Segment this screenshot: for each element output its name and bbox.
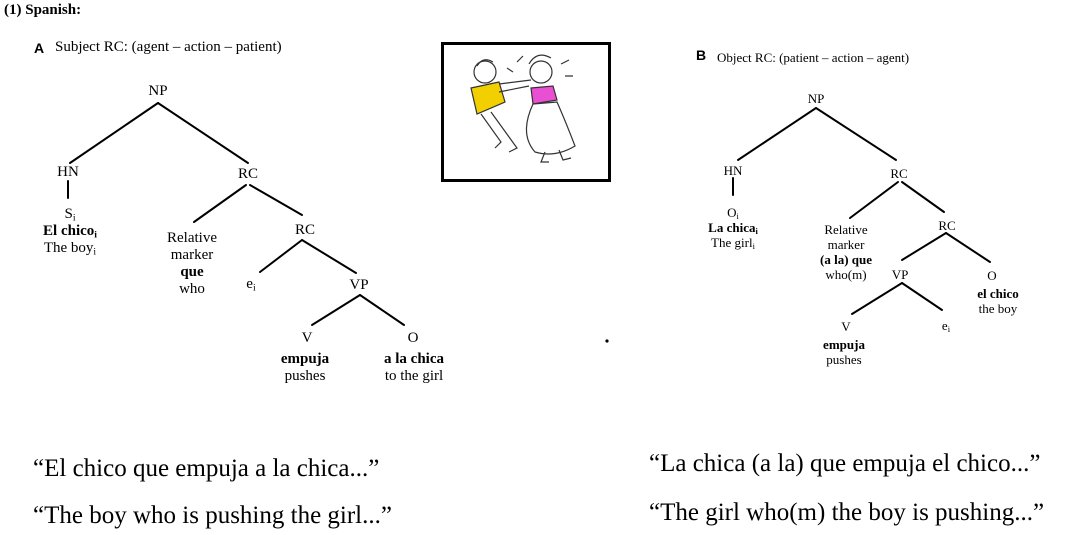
- b-branch-rc-vp: [901, 232, 947, 261]
- b-object-spanish: el chico: [977, 286, 1019, 301]
- a-relative-marker: Relative marker que who: [167, 230, 217, 298]
- b-verb: empuja pushes: [823, 337, 865, 367]
- b-head-noun: Oi La chicai The girli: [708, 205, 758, 250]
- a-branch-rc-rc: [249, 184, 303, 216]
- boy-figure: [470, 59, 532, 153]
- boy-shirt: [470, 81, 506, 115]
- b-verb-english: pushes: [826, 352, 862, 367]
- a-head-english: The boyi: [43, 240, 97, 258]
- a-branch-np-rc: [157, 102, 249, 164]
- a-verb-english: pushes: [284, 368, 326, 384]
- b-head-trace: Oi: [727, 205, 739, 222]
- b-marker-spanish: (a la) que: [820, 252, 872, 267]
- a-verb: empuja pushes: [281, 351, 329, 385]
- b-empty-category: ei: [941, 318, 951, 335]
- b-object-english: the boy: [978, 301, 1018, 316]
- b-marker-line1: Relative: [824, 222, 868, 237]
- illustration-boy-pushing-girl: [441, 42, 611, 182]
- a-branch-vp-o: [359, 294, 405, 326]
- a-branch-vp-v: [311, 294, 361, 326]
- boy-head: [473, 60, 497, 84]
- a-branch-rc-vp: [301, 239, 357, 274]
- a-head-trace: Si: [64, 206, 76, 224]
- b-head-english: The girli: [711, 235, 755, 252]
- a-object: a la chica to the girl: [384, 351, 444, 385]
- b-branch-rc-o: [945, 232, 991, 263]
- b-node-rc-2: RC: [938, 218, 956, 233]
- girl-head: [529, 60, 553, 84]
- a-marker-spanish: que: [180, 264, 204, 280]
- b-marker-english: who(m): [825, 267, 867, 282]
- a-node-v: V: [301, 330, 313, 346]
- a-marker-english: who: [179, 281, 205, 297]
- a-branch-np-hn: [69, 102, 159, 164]
- b-branch-np-hn: [737, 107, 817, 161]
- a-node-np: NP: [148, 83, 168, 99]
- b-branch-rc-rc: [901, 181, 945, 213]
- a-node-rc-1: RC: [237, 166, 259, 182]
- b-marker-line2: marker: [827, 237, 865, 252]
- a-node-hn: HN: [57, 164, 79, 180]
- panel-a-title: Subject RC: (agent – action – patient): [55, 39, 282, 55]
- a-quote-english: “The boy who is pushing the girl...”: [33, 502, 392, 529]
- b-node-v: V: [841, 319, 851, 334]
- b-branch-rc-marker: [849, 181, 899, 219]
- panel-b-title: Object RC: (patient – action – agent): [717, 50, 910, 65]
- a-marker-line2: marker: [170, 247, 214, 263]
- a-head-noun: Si El chicoi The boyi: [43, 206, 97, 257]
- b-branch-np-rc: [815, 107, 897, 161]
- a-verb-spanish: empuja: [280, 351, 330, 367]
- a-node-o: O: [407, 330, 419, 346]
- a-object-spanish: a la chica: [384, 351, 444, 367]
- b-node-vp: VP: [891, 267, 909, 282]
- stray-dot: [605, 339, 609, 343]
- girl-figure: [506, 54, 576, 163]
- b-branch-vp-e: [901, 282, 943, 311]
- a-branch-rc-marker: [193, 184, 247, 223]
- b-relative-marker: Relative marker (a la) que who(m): [820, 222, 872, 282]
- b-node-o: O: [987, 268, 997, 283]
- header-label: (1) Spanish:: [4, 2, 82, 18]
- panel-a-letter: A: [34, 40, 45, 56]
- a-quote-spanish: “El chico que empuja a la chica...”: [33, 455, 380, 482]
- b-head-spanish: La chicai: [708, 220, 758, 237]
- b-object: el chico the boy: [977, 286, 1019, 316]
- b-verb-spanish: empuja: [823, 337, 865, 352]
- illustration-frame: [441, 42, 611, 182]
- girl-shirt: [530, 85, 558, 105]
- b-node-rc-1: RC: [890, 166, 908, 181]
- a-empty-category: ei: [246, 276, 256, 294]
- a-branch-rc-e: [259, 239, 303, 273]
- a-node-vp: VP: [349, 277, 369, 293]
- girl-skirt: [525, 101, 576, 155]
- a-node-rc-2: RC: [294, 222, 316, 238]
- b-quote-english: “The girl who(m) the boy is pushing...”: [649, 499, 1045, 526]
- b-quote-spanish: “La chica (a la) que empuja el chico...”: [649, 450, 1041, 477]
- a-head-spanish: El chicoi: [43, 223, 97, 241]
- b-branch-vp-v: [851, 282, 903, 315]
- b-node-hn: HN: [723, 163, 743, 178]
- b-node-np: NP: [807, 91, 825, 106]
- panel-b-letter: B: [696, 47, 707, 63]
- a-object-english: to the girl: [384, 368, 444, 384]
- a-marker-line1: Relative: [167, 230, 217, 246]
